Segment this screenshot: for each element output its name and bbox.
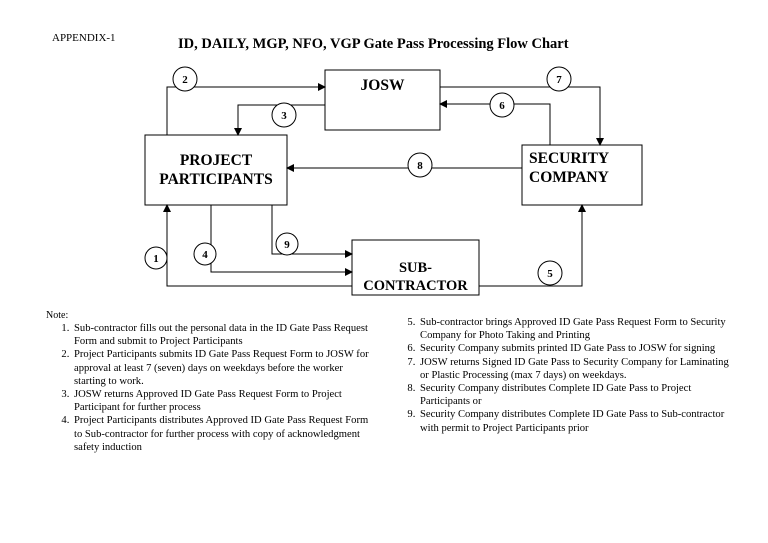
note-item: JOSW returns Signed ID Gate Pass to Secu…: [418, 356, 730, 382]
sub-contractor-box: [351, 239, 480, 296]
arrow-step-1: [163, 204, 352, 287]
notes-list-left: Sub-contractor fills out the personal da…: [44, 322, 374, 454]
arrow-step-7: [440, 86, 604, 146]
project-participants-label: PROJECT PARTICIPANTS: [145, 151, 287, 189]
step-circle-2: 2: [172, 66, 198, 92]
arrow-step-3: [234, 104, 325, 136]
sc-line2: COMPANY: [529, 169, 609, 186]
pp-line2: PARTICIPANTS: [159, 171, 273, 188]
note-item: Security Company distributes Complete ID…: [418, 408, 730, 434]
arrow-step-2: [166, 83, 326, 135]
step-circle-3: 3: [271, 102, 297, 128]
step-circle-7: 7: [546, 66, 572, 92]
step-circle-9: 9: [275, 232, 299, 256]
note-item: Project Participants submits ID Gate Pas…: [72, 348, 374, 388]
step-circle-1: 1: [144, 246, 168, 270]
notes-list-right: Sub-contractor brings Approved ID Gate P…: [390, 316, 730, 435]
step-number: 8: [417, 160, 423, 172]
step-number: 3: [281, 110, 287, 122]
arrow-step-6: [439, 100, 551, 145]
arrow-step-5: [479, 204, 586, 287]
step-number: 4: [202, 249, 208, 261]
note-item: Project Participants distributes Approve…: [72, 414, 374, 454]
step-circle-4: 4: [193, 242, 217, 266]
pp-line1: PROJECT: [179, 152, 253, 169]
subc-line2: CONTRACTOR: [363, 278, 468, 294]
note-item: JOSW returns Approved ID Gate Pass Reque…: [72, 388, 374, 414]
subc-line1: SUB-: [398, 260, 433, 276]
step-number: 6: [499, 100, 505, 112]
notes-label: Note:: [46, 310, 69, 321]
arrow-step-4: [210, 205, 353, 276]
step-circle-5: 5: [537, 260, 563, 286]
security-company-box: [521, 144, 643, 206]
sub-contractor-label: SUB- CONTRACTOR: [352, 259, 479, 295]
note-item: Sub-contractor brings Approved ID Gate P…: [418, 316, 730, 342]
step-circle-6: 6: [489, 92, 515, 118]
step-number: 2: [182, 74, 188, 86]
sc-line1: SECURITY: [529, 150, 610, 167]
security-company-label: SECURITY COMPANY: [522, 149, 639, 187]
josw-text: JOSW: [360, 77, 405, 94]
note-item: Security Company distributes Complete ID…: [418, 382, 730, 408]
step-number: 5: [547, 268, 553, 280]
josw-box: [324, 69, 441, 131]
page-title: ID, DAILY, MGP, NFO, VGP Gate Pass Proce…: [178, 36, 569, 52]
step-number: 1: [153, 253, 159, 265]
step-number: 9: [284, 239, 290, 251]
note-item: Sub-contractor fills out the personal da…: [72, 322, 374, 348]
appendix-label: APPENDIX-1: [52, 32, 116, 44]
josw-label: JOSW: [325, 76, 440, 95]
note-item: Security Company submits printed ID Gate…: [418, 342, 730, 355]
arrow-step-9: [271, 205, 353, 258]
step-number: 7: [556, 74, 562, 86]
step-circle-8: 8: [407, 152, 433, 178]
